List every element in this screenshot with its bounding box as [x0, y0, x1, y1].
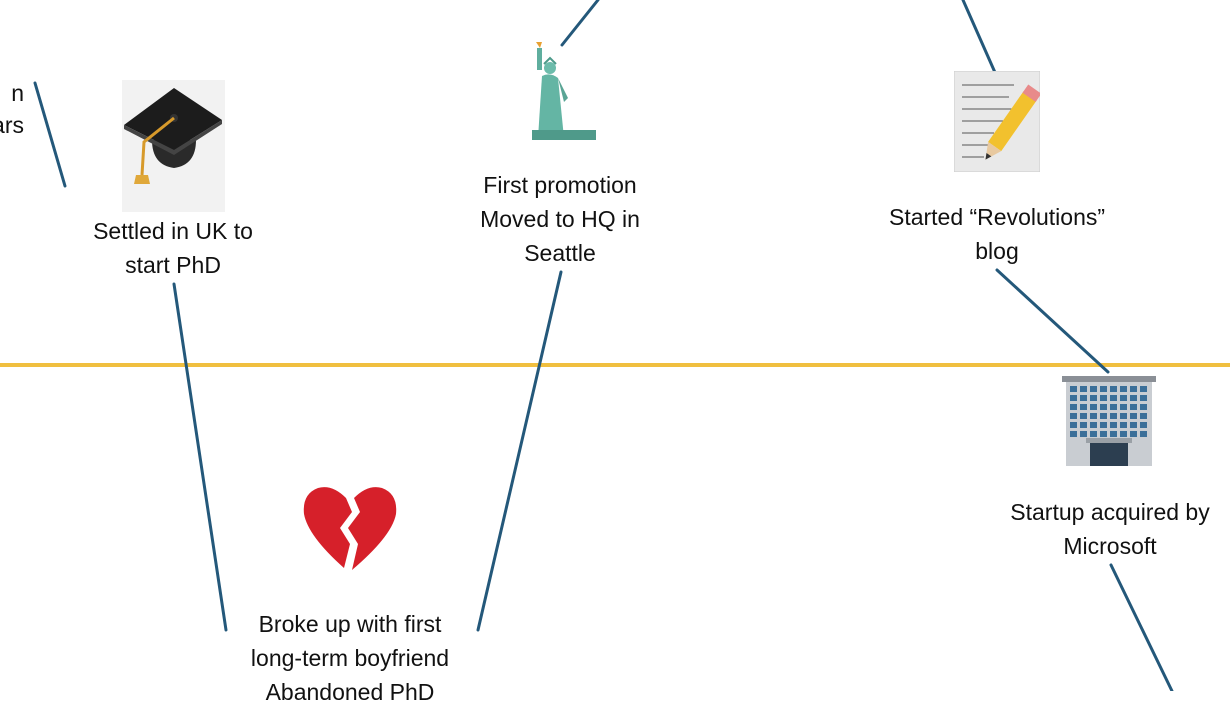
building-window: [1080, 413, 1087, 419]
building-window: [1110, 386, 1117, 392]
label-line: Startup acquired by: [1010, 499, 1210, 525]
event-label-breakup: Broke up with first long-term boyfriend …: [251, 607, 449, 709]
connector-line: [476, 270, 563, 632]
building-window: [1140, 422, 1147, 428]
label-line: n: [11, 80, 24, 106]
label-line: ars: [0, 112, 24, 138]
building-window: [1110, 395, 1117, 401]
building-window: [1090, 431, 1097, 437]
building-window: [1080, 404, 1087, 410]
label-line: Broke up with first: [258, 611, 442, 637]
building-window: [1080, 395, 1087, 401]
building-window: [1130, 413, 1137, 419]
building-window: [1130, 395, 1137, 401]
building-window: [1080, 431, 1087, 437]
building-window: [1070, 431, 1077, 437]
event-label-phd: Settled in UK to start PhD: [93, 214, 253, 282]
building-window: [1070, 404, 1077, 410]
connector-line: [995, 268, 1110, 374]
building-window: [1100, 404, 1107, 410]
label-line: Seattle: [524, 240, 596, 266]
label-line: long-term boyfriend: [250, 645, 450, 671]
broken-heart-icon: [303, 487, 397, 570]
label-line: First promotion: [483, 172, 637, 198]
label-line: blog: [975, 238, 1019, 264]
building-window: [1110, 413, 1117, 419]
building-window: [1100, 422, 1107, 428]
building-window: [1120, 431, 1127, 437]
event-label-partial: n ars: [0, 77, 24, 141]
building-window: [1140, 431, 1147, 437]
memo-pencil-icon: [954, 71, 1040, 172]
building-window: [1100, 395, 1107, 401]
building-window: [1080, 422, 1087, 428]
building-window: [1070, 413, 1077, 419]
graduation-cap-icon: [122, 80, 225, 212]
building-window: [1100, 413, 1107, 419]
timeline-connectors: [0, 0, 1230, 691]
building-window: [1120, 395, 1127, 401]
building-window: [1120, 413, 1127, 419]
building-window: [1110, 404, 1117, 410]
event-label-acquired: Startup acquired by Microsoft: [1010, 495, 1209, 563]
event-label-promotion: First promotion Moved to HQ in Seattle: [480, 168, 640, 270]
building-window: [1090, 413, 1097, 419]
connector-line: [33, 81, 67, 188]
building-window: [1090, 404, 1097, 410]
building-window: [1100, 386, 1107, 392]
building-window: [1120, 422, 1127, 428]
label-line: Settled in UK to: [93, 218, 253, 244]
building-window: [1140, 395, 1147, 401]
label-line: start PhD: [125, 252, 221, 278]
building-window: [1070, 395, 1077, 401]
connector-line: [172, 282, 228, 632]
building-window: [1080, 386, 1087, 392]
building-window: [1090, 386, 1097, 392]
building-window: [1130, 404, 1137, 410]
connector-line: [1109, 563, 1174, 691]
building-window: [1110, 422, 1117, 428]
label-line: Microsoft: [1063, 533, 1157, 559]
building-window: [1070, 422, 1077, 428]
event-label-blog: Started “Revolutions” blog: [889, 200, 1105, 268]
building-window: [1130, 422, 1137, 428]
office-building-icon: [1062, 376, 1156, 466]
label-line: Moved to HQ in: [480, 206, 640, 232]
label-line: Abandoned PhD: [265, 679, 435, 705]
building-window: [1140, 386, 1147, 392]
building-window: [1090, 422, 1097, 428]
label-line: Started “Revolutions”: [888, 204, 1106, 230]
building-window: [1120, 404, 1127, 410]
building-window: [1130, 431, 1137, 437]
building-window: [1110, 431, 1117, 437]
connector-line: [560, 0, 600, 47]
building-window: [1100, 431, 1107, 437]
building-window: [1140, 413, 1147, 419]
building-window: [1130, 386, 1137, 392]
building-window: [1120, 386, 1127, 392]
statue-of-liberty-icon: [532, 42, 596, 140]
building-window: [1090, 395, 1097, 401]
building-window: [1140, 404, 1147, 410]
building-window: [1070, 386, 1077, 392]
connector-line: [961, 0, 999, 79]
